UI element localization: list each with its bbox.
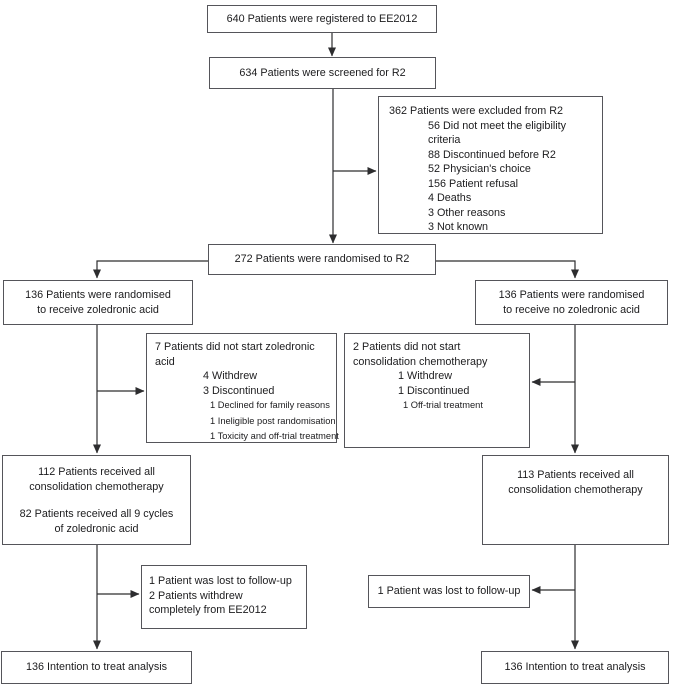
box-screened: 634 Patients were screened for R2 <box>209 57 436 89</box>
connector-randomised-to-arm-za <box>93 260 208 279</box>
notstart-za-subitem: 1 Ineligible post randomisation <box>210 415 336 426</box>
lost-noza-text: 1 Patient was lost to follow-up <box>377 585 521 598</box>
connector-randomised-to-arm-noza <box>436 260 579 279</box>
box-notstart-chemo: 2 Patients did not start consolidation c… <box>344 333 530 448</box>
box-received-no-zoledronic: 113 Patients received all consolidation … <box>482 455 669 545</box>
arm-za-line1: 136 Patients were randomised <box>25 289 171 301</box>
arm-noza-line2: to receive no zoledronic acid <box>503 303 640 316</box>
box-registered: 640 Patients were registered to EE2012 <box>207 5 437 33</box>
box-arm-no-zoledronic: 136 Patients were randomised to receive … <box>475 280 668 325</box>
excluded-item: 156 Patient refusal <box>428 177 519 190</box>
notstart-za-subitem: 1 Declined for family reasons <box>210 400 330 410</box>
notstart-noza-item: 1 Discontinued <box>398 384 470 397</box>
received-noza-line2: consolidation chemotherapy <box>508 483 643 496</box>
box-arm-zoledronic: 136 Patients were randomised to receive … <box>3 280 193 325</box>
notstart-noza-item: 1 Withdrew <box>398 370 453 382</box>
box-randomised-text: 272 Patients were randomised to R2 <box>234 253 410 266</box>
excluded-item: 56 Did not meet the eligibility criteria <box>428 119 567 147</box>
notstart-za-item: 4 Withdrew <box>203 370 258 382</box>
box-itt-no-zoledronic: 136 Intention to treat analysis <box>481 651 669 684</box>
notstart-za-title: 7 Patients did not start zoledronic acid <box>155 341 315 368</box>
box-itt-zoledronic: 136 Intention to treat analysis <box>1 651 192 684</box>
notstart-noza-title: 2 Patients did not start consolidation c… <box>353 341 488 368</box>
received-noza-line1: 113 Patients received all <box>517 469 634 481</box>
arm-za-line2: to receive zoledronic acid <box>37 303 159 316</box>
itt-za-text: 136 Intention to treat analysis <box>25 661 168 674</box>
excluded-item: 3 Other reasons <box>428 206 506 219</box>
received-za-line2: consolidation chemotherapy <box>29 480 164 493</box>
box-lost-zoledronic: 1 Patient was lost to follow-up 2 Patien… <box>141 565 307 629</box>
arm-noza-line1: 136 Patients were randomised <box>498 289 645 301</box>
box-notstart-zoledronic: 7 Patients did not start zoledronic acid… <box>146 333 339 443</box>
notstart-za-subitem: 1 Toxicity and off-trial treatment <box>210 431 339 441</box>
box-screened-text: 634 Patients were screened for R2 <box>239 66 406 79</box>
box-received-zoledronic: 112 Patients received all consolidation … <box>2 455 191 545</box>
lost-za-line1: 1 Patient was lost to follow-up <box>149 575 292 587</box>
box-lost-no-zoledronic: 1 Patient was lost to follow-up <box>368 575 530 608</box>
itt-noza-text: 136 Intention to treat analysis <box>504 661 646 674</box>
excluded-item: 3 Not known <box>428 221 489 233</box>
lost-za-line2: 2 Patients withdrew <box>149 589 243 602</box>
received-za-line4: of zoledronic acid <box>54 522 139 535</box>
lost-za-line3: completely from EE2012 <box>149 604 267 616</box>
notstart-noza-subitem: 1 Off-trial treatment <box>403 400 483 410</box>
excluded-item: 88 Discontinued before R2 <box>428 148 556 161</box>
excluded-item: 52 Physician's choice <box>428 163 531 175</box>
box-registered-text: 640 Patients were registered to EE2012 <box>226 12 418 25</box>
received-za-line1: 112 Patients received all <box>38 466 155 478</box>
box-excluded: 362 Patients were excluded from R2 56 Di… <box>378 96 603 234</box>
box-randomised: 272 Patients were randomised to R2 <box>208 244 436 275</box>
notstart-za-item: 3 Discontinued <box>203 384 275 397</box>
excluded-title: 362 Patients were excluded from R2 <box>389 105 564 117</box>
received-za-line3: 82 Patients received all 9 cycles <box>19 508 174 520</box>
excluded-item: 4 Deaths <box>428 192 472 204</box>
